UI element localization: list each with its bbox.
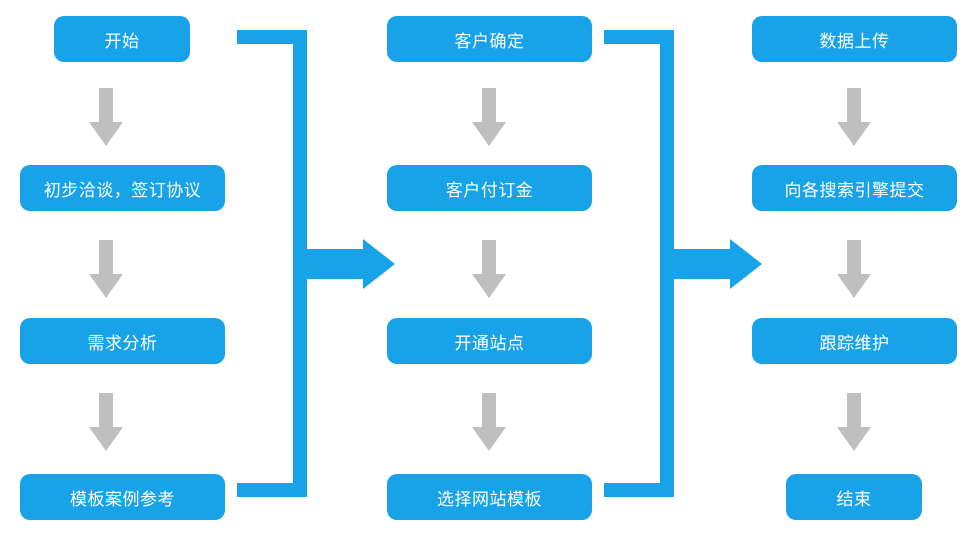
node-label: 需求分析 <box>87 333 158 353</box>
node-submit-search-engines[interactable]: 向各搜索引擎提交 <box>752 165 957 211</box>
node-label: 客户付订金 <box>445 180 534 200</box>
node-label: 选择网站模板 <box>437 489 542 509</box>
node-start[interactable]: 开始 <box>54 16 190 62</box>
node-initial-talk[interactable]: 初步洽谈，签订协议 <box>20 165 225 211</box>
connector-segment-bottom <box>237 483 307 497</box>
arrow-shaft <box>847 240 861 276</box>
arrow-head <box>89 274 123 298</box>
connector-segment-bottom <box>604 483 674 497</box>
connector-arrow-head <box>730 239 762 289</box>
arrow-c2-1 <box>472 88 506 146</box>
node-tracking-maintenance[interactable]: 跟踪维护 <box>752 318 957 364</box>
node-label: 结束 <box>836 489 872 509</box>
arrow-head <box>472 122 506 146</box>
arrow-c2-3 <box>472 393 506 451</box>
connector-2 <box>592 16 762 526</box>
node-label: 数据上传 <box>819 31 890 51</box>
arrow-head <box>89 427 123 451</box>
node-label: 客户确定 <box>454 31 525 51</box>
node-end[interactable]: 结束 <box>786 474 922 520</box>
node-choose-template[interactable]: 选择网站模板 <box>387 474 592 520</box>
arrow-head <box>837 122 871 146</box>
connector-1 <box>225 16 395 526</box>
arrow-head <box>89 122 123 146</box>
arrow-c3-2 <box>837 240 871 298</box>
connector-segment-top <box>604 30 674 44</box>
arrow-c3-1 <box>837 88 871 146</box>
arrow-shaft <box>482 393 496 429</box>
node-label: 开通站点 <box>454 333 525 353</box>
arrow-c1-2 <box>89 240 123 298</box>
node-label: 初步洽谈，签订协议 <box>43 180 202 200</box>
node-template-reference[interactable]: 模板案例参考 <box>20 474 225 520</box>
arrow-shaft <box>99 393 113 429</box>
arrow-head <box>472 274 506 298</box>
arrow-head <box>472 427 506 451</box>
node-data-upload[interactable]: 数据上传 <box>752 16 957 62</box>
node-label: 模板案例参考 <box>70 489 175 509</box>
node-customer-confirm[interactable]: 客户确定 <box>387 16 592 62</box>
arrow-head <box>837 274 871 298</box>
arrow-shaft <box>482 88 496 124</box>
node-label: 跟踪维护 <box>819 333 890 353</box>
arrow-shaft <box>847 393 861 429</box>
arrow-shaft <box>482 240 496 276</box>
node-open-site[interactable]: 开通站点 <box>387 318 592 364</box>
arrow-shaft <box>847 88 861 124</box>
node-customer-deposit[interactable]: 客户付订金 <box>387 165 592 211</box>
connector-segment-top <box>237 30 307 44</box>
arrow-shaft <box>99 88 113 124</box>
connector-segment-middle <box>293 249 363 279</box>
arrow-c1-3 <box>89 393 123 451</box>
node-requirement-analysis[interactable]: 需求分析 <box>20 318 225 364</box>
arrow-shaft <box>99 240 113 276</box>
connector-segment-middle <box>660 249 730 279</box>
arrow-c1-1 <box>89 88 123 146</box>
arrow-c3-3 <box>837 393 871 451</box>
node-label: 开始 <box>104 31 140 51</box>
arrow-c2-2 <box>472 240 506 298</box>
node-label: 向各搜索引擎提交 <box>784 180 925 200</box>
arrow-head <box>837 427 871 451</box>
connector-arrow-head <box>363 239 395 289</box>
